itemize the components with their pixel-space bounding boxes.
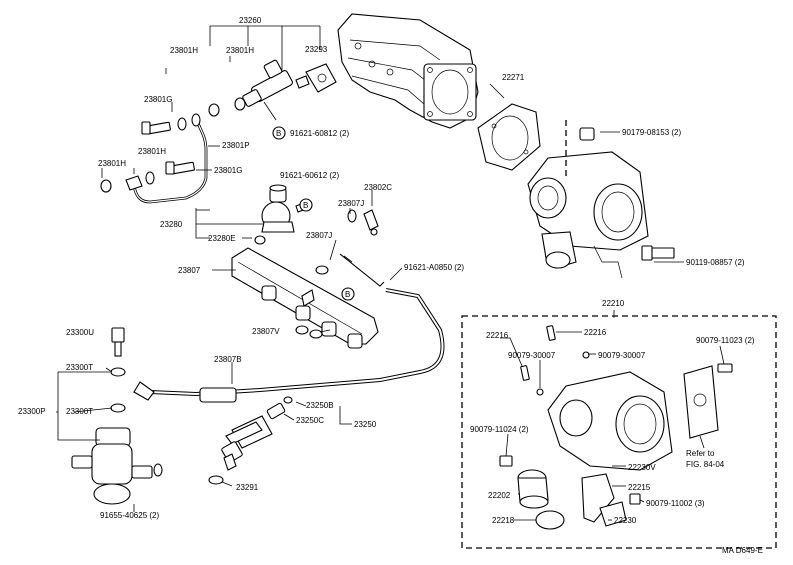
- label-23807J-b: 23807J: [306, 231, 332, 240]
- label-90079-11024: 90079-11024 (2): [470, 425, 529, 434]
- label-23801P: 23801P: [222, 141, 250, 150]
- label-23300T-a: 23300T: [66, 363, 93, 372]
- label-23280: 23280: [160, 220, 183, 229]
- label-90119-08857: 90119-08857 (2): [686, 258, 745, 267]
- leader-lines: [56, 56, 725, 521]
- b-marker-2: B: [303, 201, 308, 210]
- label-22271: 22271: [502, 73, 525, 82]
- label-22218: 22218: [492, 516, 515, 525]
- pulsation-damper-drawing: [71, 327, 163, 505]
- b-marker-1: B: [276, 129, 281, 138]
- label-23260: 23260: [239, 16, 262, 25]
- pressure-regulator-drawing: [254, 184, 309, 245]
- label-91621-A0850: 91621-A0850 (2): [404, 263, 464, 272]
- label-23801H-a: 23801H: [170, 46, 198, 55]
- label-23801G-a: 23801G: [144, 95, 172, 104]
- label-23293: 23293: [305, 45, 328, 54]
- label-90179-08153: 90179-08153 (2): [622, 128, 681, 137]
- label-91655-40625: 91655-40625 (2): [100, 511, 159, 520]
- small-fittings-drawing: [295, 209, 385, 335]
- label-23801G-b: 23801G: [214, 166, 242, 175]
- figure-code: MA D649-E: [722, 546, 763, 555]
- b-marker-3: B: [345, 290, 350, 299]
- throttle-body-drawing: [527, 120, 675, 279]
- label-22230V: 22230V: [628, 463, 656, 472]
- part-labels: 23260 23801H 23801H 23293 23801G 91621-6…: [18, 16, 763, 555]
- label-23280E: 23280E: [208, 234, 236, 243]
- fuel-pipe-drawing: [100, 113, 208, 204]
- fuel-hose-drawing: [133, 288, 445, 403]
- label-22210: 22210: [602, 299, 625, 308]
- label-23250C: 23250C: [296, 416, 324, 425]
- label-23801H-c: 23801H: [98, 159, 126, 168]
- label-23802C: 23802C: [364, 183, 392, 192]
- label-23801H-d: 23801H: [138, 147, 166, 156]
- cold-start-injector-drawing: [208, 25, 337, 121]
- label-91621-60812: 91621-60812 (2): [290, 129, 349, 138]
- label-90079-30007-b: 90079-30007: [598, 351, 646, 360]
- refer-note-line2: FIG. 84-04: [686, 460, 725, 469]
- refer-note-line1: Refer to: [686, 449, 715, 458]
- label-22216-b: 22216: [584, 328, 607, 337]
- injector-drawing: [208, 396, 293, 485]
- label-90079-11023: 90079-11023 (2): [696, 336, 755, 345]
- delivery-pipe-drawing: [231, 247, 379, 349]
- label-23300T-b: 23300T: [66, 407, 93, 416]
- label-91621-60612: 91621-60612 (2): [280, 171, 339, 180]
- throttle-gasket-drawing: [477, 103, 541, 171]
- label-23250: 23250: [354, 420, 377, 429]
- label-22230: 22230: [614, 516, 637, 525]
- throttle-body-assy-drawing: [499, 325, 733, 530]
- label-23250B: 23250B: [306, 401, 334, 410]
- label-90079-11002: 90079-11002 (3): [646, 499, 705, 508]
- label-23807B: 23807B: [214, 355, 242, 364]
- b-markers: B B B: [272, 126, 355, 301]
- assembly-22210-box: [461, 315, 777, 549]
- label-23807: 23807: [178, 266, 201, 275]
- label-22202: 22202: [488, 491, 511, 500]
- label-22216-a: 22216: [486, 331, 509, 340]
- intake-manifold-drawing: [337, 13, 479, 129]
- label-22215: 22215: [628, 483, 651, 492]
- label-90079-30007-a: 90079-30007: [508, 351, 556, 360]
- label-23300U: 23300U: [66, 328, 94, 337]
- label-23300P: 23300P: [18, 407, 46, 416]
- label-23807J-a: 23807J: [338, 199, 364, 208]
- label-23291: 23291: [236, 483, 259, 492]
- label-23807V: 23807V: [252, 327, 280, 336]
- label-23801H-b: 23801H: [226, 46, 254, 55]
